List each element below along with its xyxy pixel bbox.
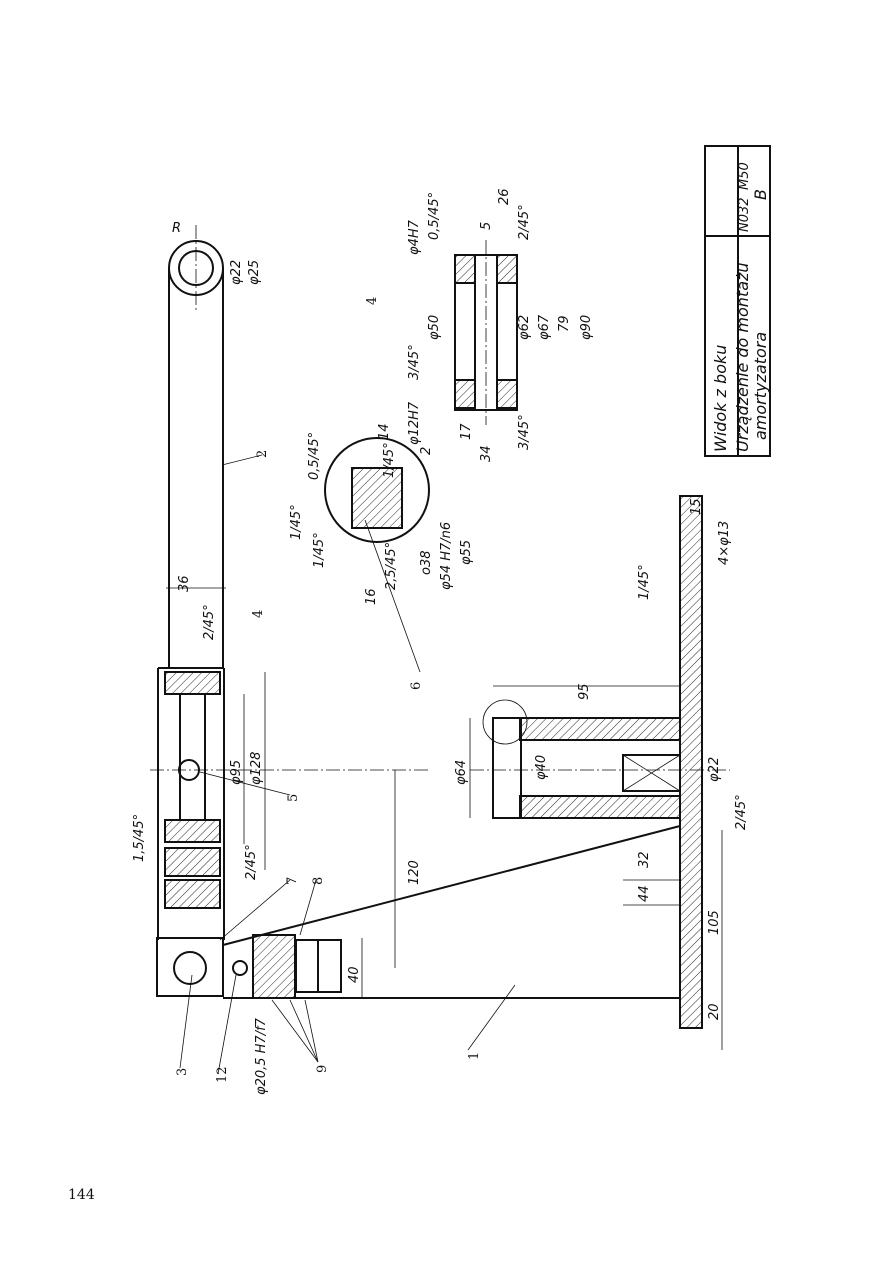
dim-32: 32: [637, 851, 652, 868]
dim-15: 15: [689, 498, 704, 515]
dim-phi54: φ54 H7/n6: [439, 522, 454, 590]
dim-phi40: φ40: [534, 755, 549, 780]
dim-4x-phi13: 4×φ13: [717, 521, 732, 565]
dim-phi64: φ64: [454, 760, 469, 785]
dims-detail6: 0,5/45° 14 2 1/45° 1/45° 1/45° 16 2,5/45…: [289, 423, 474, 605]
title-name-line1: Urządzenie do montażu: [733, 262, 752, 452]
dim-1-45-d6c: 1/45°: [382, 442, 397, 478]
dim-phi90: φ90: [579, 315, 594, 340]
dim-phi95: φ95: [229, 760, 244, 785]
dim-phi67: φ67: [537, 314, 552, 340]
dim-0-5-45-d6: 0,5/45°: [307, 432, 322, 480]
dim-16: 16: [364, 588, 379, 605]
part-number-8: 8: [311, 877, 326, 885]
dim-105: 105: [707, 910, 722, 935]
dim-14: 14: [377, 423, 392, 440]
dim-36: 36: [177, 575, 192, 592]
dim-o38: o38: [419, 551, 434, 576]
dim-phi4H7: φ4H7: [407, 219, 422, 255]
dim-phi55: φ55: [459, 540, 474, 565]
part-number-3: 3: [175, 1068, 190, 1076]
dim-40: 40: [347, 966, 362, 983]
dim-phi12H7: φ12H7: [407, 401, 422, 445]
part-number-4-detail: 4: [365, 297, 380, 305]
part-number-1: 1: [467, 1052, 482, 1060]
dim-17: 17: [459, 423, 474, 440]
dim-phi62: φ62: [517, 315, 532, 340]
dim-79: 79: [557, 315, 572, 332]
dim-2-45-top: 2/45°: [202, 604, 217, 640]
title-format: B: [751, 189, 770, 200]
dim-1-45-base: 1/45°: [637, 564, 652, 600]
dim-phi22-base: φ22: [707, 757, 722, 782]
base-part-1: [156, 495, 730, 1029]
dim-2-45-p4: 2/45°: [517, 204, 532, 240]
part-number-6: 6: [409, 682, 424, 690]
title-view: Widok z boku: [711, 345, 730, 452]
part-number-2: 2: [255, 450, 270, 458]
dim-95: 95: [577, 683, 592, 700]
page-number: 144: [68, 1187, 95, 1203]
dim-0-5-45-p4: 0,5/45°: [427, 192, 442, 240]
part-number-12: 12: [215, 1066, 230, 1083]
dim-phi20-5: φ20,5 H7/f7: [254, 1017, 269, 1095]
dim-2-45-bottom: 2/45°: [244, 844, 259, 880]
dims-base: 95 φ64 φ40 φ22 2/45° 32 44 105 20 15 4×φ…: [454, 498, 749, 1050]
part-4-section: [454, 240, 518, 425]
title-sheet: M50: [737, 162, 752, 190]
dim-2-45-base: 2/45°: [734, 794, 749, 830]
detail-6: [324, 437, 430, 673]
dim-phi25: φ25: [247, 260, 262, 285]
dim-phi22: φ22: [229, 260, 244, 285]
dim-2-d6: 2: [419, 447, 434, 455]
part-number-7: 7: [285, 877, 300, 885]
dim-1-45-d6a: 1/45°: [289, 504, 304, 540]
title-block: Widok z boku Urządzenie do montażu amort…: [704, 145, 771, 457]
part-number-5: 5: [286, 794, 301, 802]
dims-part4: φ4H7 0,5/45° 5 26 2/45° 3/45° φ50 φ62 φ6…: [407, 188, 594, 462]
title-code: N032: [737, 197, 752, 232]
dim-120: 120: [407, 860, 422, 885]
dim-R: R: [172, 221, 181, 236]
dim-phi128: φ128: [249, 752, 264, 785]
arm-part-2: [150, 225, 430, 940]
dim-34: 34: [479, 445, 494, 462]
dim-3-45-right: 3/45°: [517, 414, 532, 450]
dim-3-45-left: 3/45°: [407, 344, 422, 380]
part-number-labels: 1 2 3 4 4 5 6 7 8 9 12: [175, 297, 516, 1083]
dim-phi50: φ50: [427, 315, 442, 340]
dim-44: 44: [637, 885, 652, 902]
dim-26: 26: [497, 188, 512, 205]
dim-5: 5: [479, 222, 494, 230]
dim-1-5-45: 1,5/45°: [132, 814, 147, 862]
part-number-9: 9: [315, 1065, 330, 1073]
dim-2-5-45: 2,5/45°: [384, 542, 399, 590]
dim-1-45-d6b: 1/45°: [312, 532, 327, 568]
dim-20: 20: [707, 1003, 722, 1020]
dims-arm: φ22 φ25 R 36 2/45° φ95 φ128 1,5/45° 2/45…: [132, 221, 422, 1095]
title-name-line2: amortyzatora: [751, 332, 770, 440]
part-number-4-arm: 4: [251, 610, 266, 618]
